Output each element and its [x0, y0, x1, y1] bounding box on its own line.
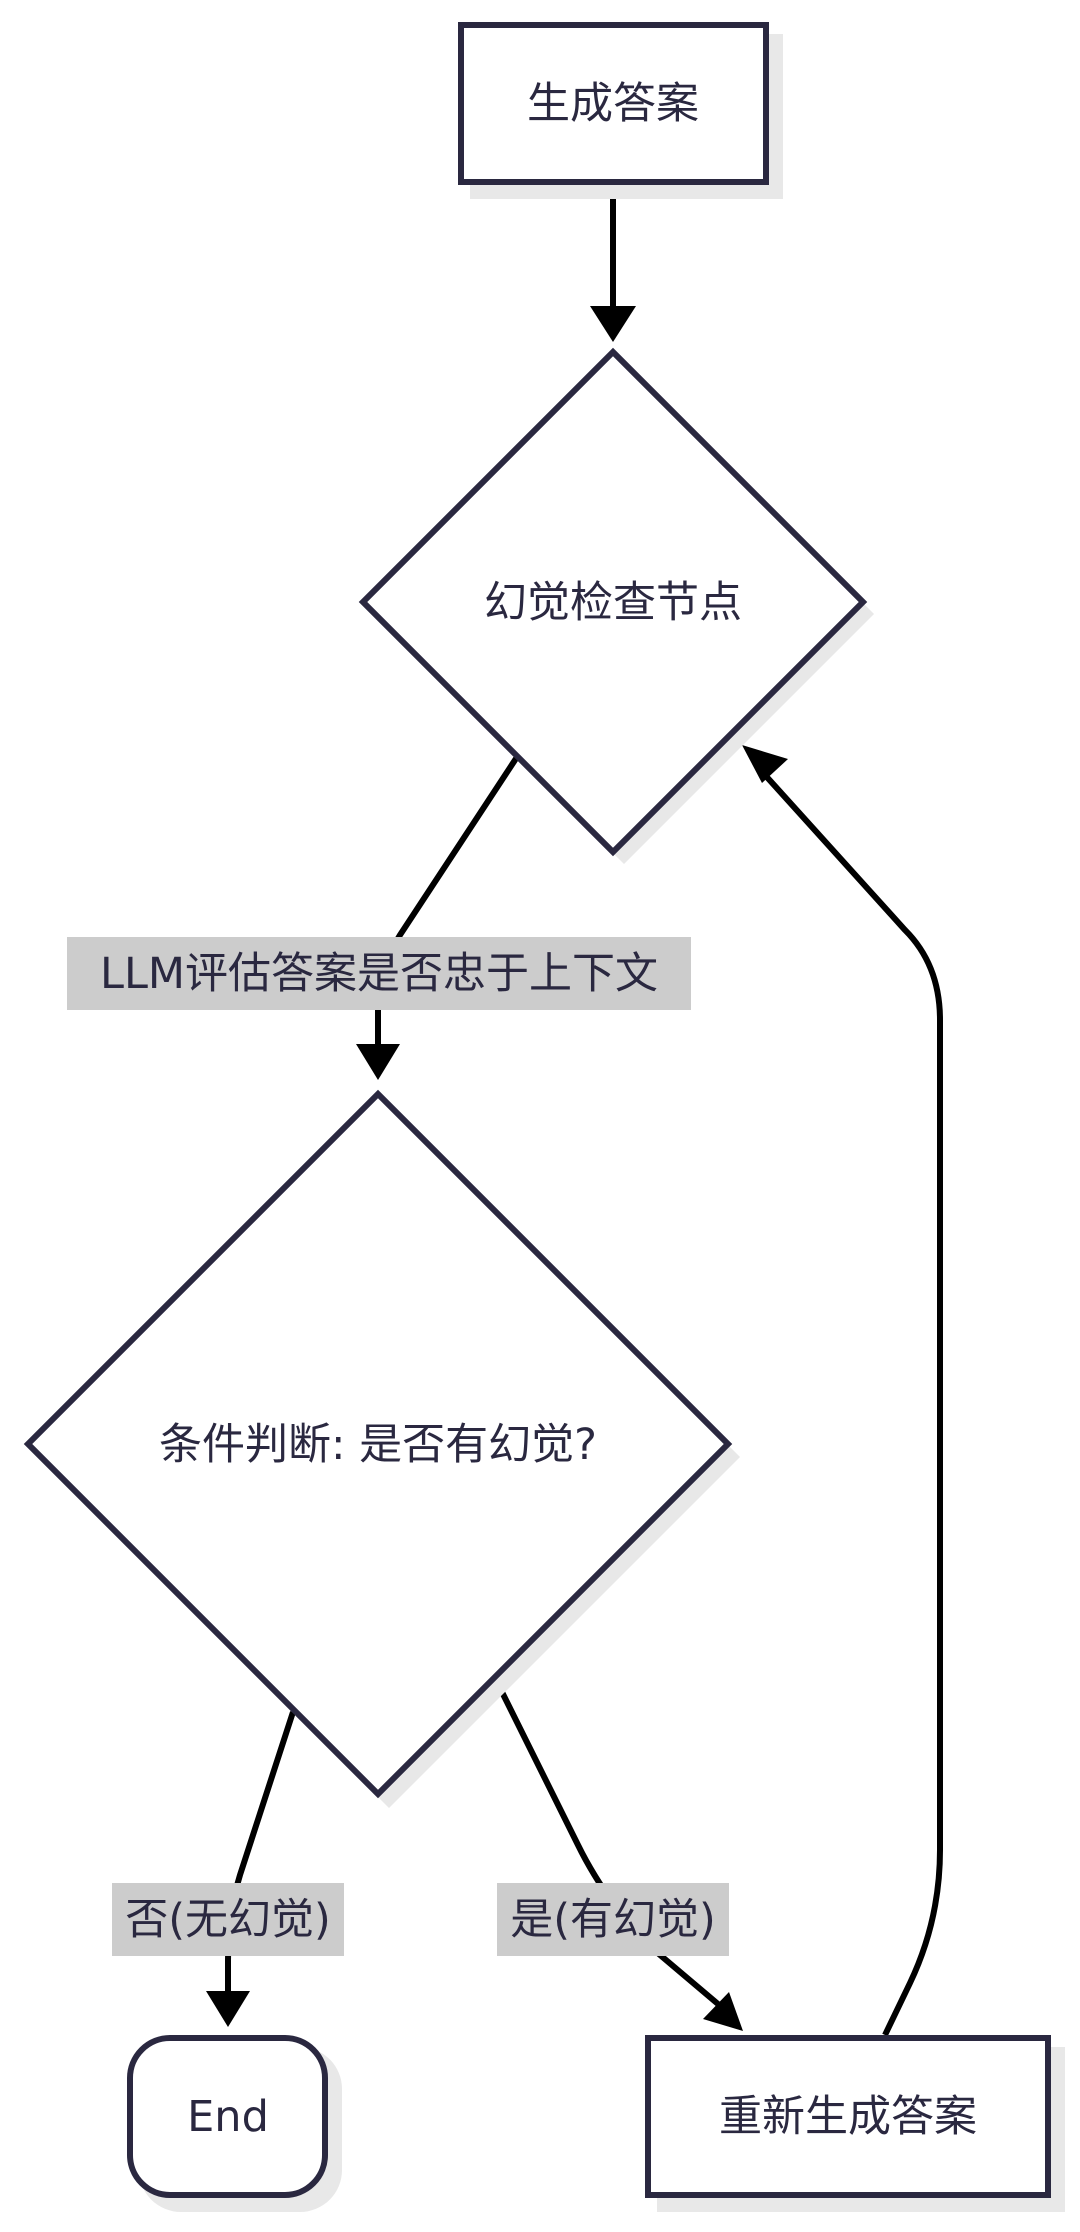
arrowhead-condition-to-end: [206, 1991, 250, 2027]
edge-label-has-hallucination: 是(有幻觉): [497, 1883, 729, 1956]
node-condition[interactable]: 条件判断: 是否有幻觉?: [23, 1089, 740, 1808]
edge-regenerate-to-check: [762, 772, 943, 2037]
node-hallucination-check[interactable]: 幻觉检查节点: [358, 347, 874, 864]
edge-label-no-hallucination-text: 否(无幻觉): [125, 1895, 331, 1945]
edge-label-llm-evaluate: LLM评估答案是否忠于上下文: [67, 937, 691, 1010]
arrowhead-regenerate-to-check: [742, 745, 788, 783]
node-condition-label: 条件判断: 是否有幻觉?: [159, 1420, 597, 1470]
node-generate-answer[interactable]: 生成答案: [458, 22, 783, 199]
arrowhead-condition-to-regenerate: [703, 1992, 743, 2031]
edge-label-llm-evaluate-text: LLM评估答案是否忠于上下文: [100, 949, 658, 999]
node-end[interactable]: End: [127, 2035, 342, 2212]
arrowhead-check-to-condition: [356, 1044, 400, 1080]
node-hallucination-check-label: 幻觉检查节点: [484, 578, 742, 628]
node-regenerate-answer-label: 重新生成答案: [719, 2092, 977, 2142]
edge-label-has-hallucination-text: 是(有幻觉): [510, 1895, 716, 1945]
node-end-label: End: [187, 2092, 269, 2142]
node-regenerate-answer[interactable]: 重新生成答案: [645, 2035, 1065, 2212]
node-generate-answer-label: 生成答案: [527, 79, 699, 129]
arrowhead-generate-to-check: [590, 306, 636, 342]
edge-label-no-hallucination: 否(无幻觉): [112, 1883, 344, 1956]
